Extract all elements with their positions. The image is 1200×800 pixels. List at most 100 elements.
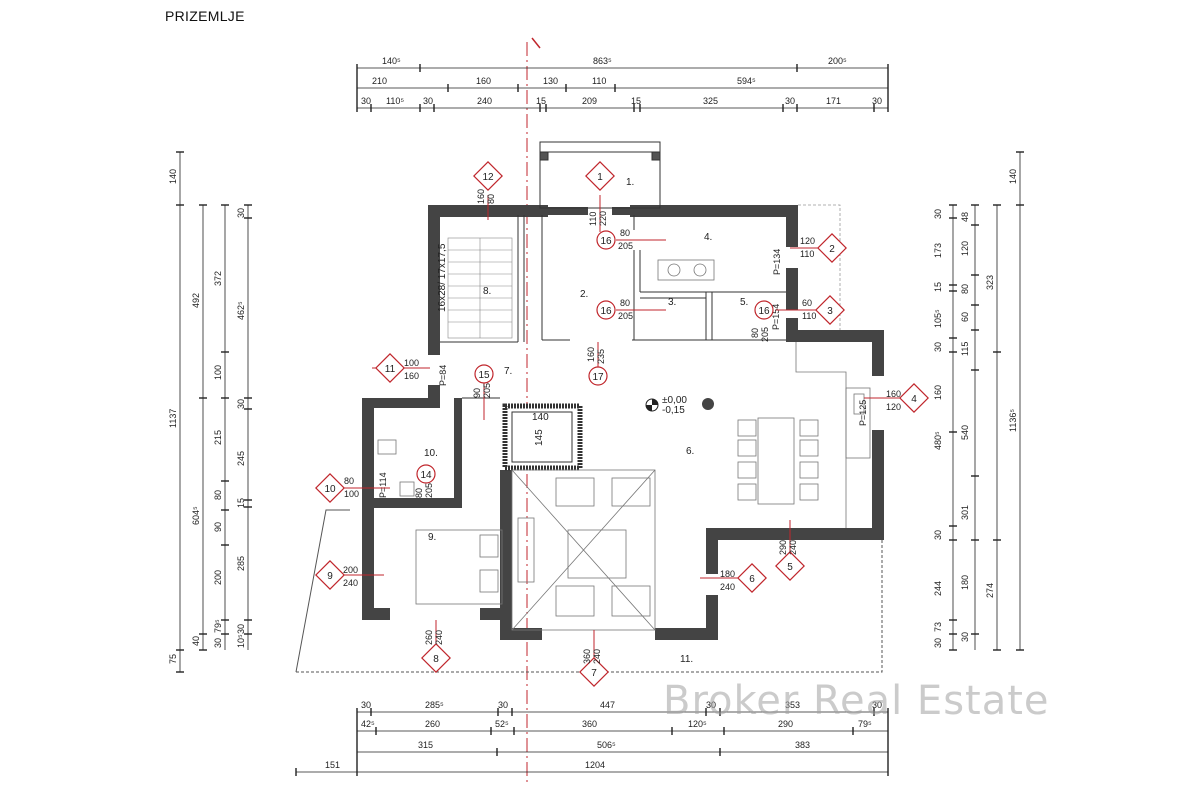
window-tag: 11 100 160 <box>375 353 419 383</box>
top-dimension-labels: 140⁵ 863⁵ 200⁵ 210 160 130 110 594⁵ 30 1… <box>361 56 882 106</box>
dim-label: 40 <box>191 636 201 646</box>
window-tag-number: 8 <box>433 654 439 665</box>
dim-label: 30 <box>933 342 943 352</box>
parapet-label: P=84 <box>438 365 448 386</box>
door-size-bottom: 205 <box>482 383 492 398</box>
dim-label: 200 <box>213 570 223 585</box>
room-6: 6. <box>686 446 694 457</box>
dim-label: 140 <box>168 169 178 184</box>
window-size-top: 120 <box>800 236 815 246</box>
door-size-top: 80 <box>620 228 630 238</box>
dim-label: 130 <box>543 76 558 86</box>
dim-label: 200⁵ <box>828 56 847 66</box>
door-tag: 16 80 205 <box>596 228 633 251</box>
dim-label: 353 <box>785 700 800 710</box>
dim-label: 30 <box>933 530 943 540</box>
window-tag-number: 9 <box>327 571 333 582</box>
window-size-bottom: 160 <box>404 371 419 381</box>
window-size-top: 110 <box>588 212 598 226</box>
dim-label: 480⁵ <box>933 431 943 450</box>
right-dimension-labels: 30 173 15 105⁵ 30 160 480⁵ 30 244 73 30 … <box>933 169 1018 648</box>
window-size-top: 160 <box>476 189 486 204</box>
window-size-bottom: 220 <box>598 211 608 226</box>
dim-label: 30 <box>933 209 943 219</box>
dim-label: 171 <box>826 96 841 106</box>
tag-leaders <box>340 195 904 668</box>
dim-label: 30 <box>785 96 795 106</box>
window-size-top: 200 <box>343 565 358 575</box>
dim-label: 48 <box>960 212 970 222</box>
window-tag-number: 12 <box>482 172 494 183</box>
dim-label: 210 <box>372 76 387 86</box>
room-11: 11. <box>680 654 693 665</box>
dim-label: 1137 <box>168 409 178 428</box>
plan-title: PRIZEMLJE <box>165 8 245 24</box>
room-2: 2. <box>580 289 588 300</box>
window-tag-number: 1 <box>597 172 603 183</box>
parapet-label: P=125 <box>858 400 868 426</box>
left-dimensions <box>176 151 252 673</box>
room-9: 9. <box>428 532 436 543</box>
door-tag-number: 16 <box>758 306 770 317</box>
dim-label: 15 <box>933 282 943 292</box>
window-size-bottom: 120 <box>886 402 901 412</box>
dim-label: 285⁵ <box>425 700 444 710</box>
terrace-dashed <box>296 540 883 673</box>
dim-label: 30 <box>361 700 371 710</box>
dim-label: 863⁵ <box>593 56 612 66</box>
dim-label: 1136⁵ <box>1008 409 1018 432</box>
parapet-label: P=134 <box>772 249 782 275</box>
dim-label: 110⁵ <box>386 96 404 106</box>
dim-label: 30 <box>236 624 246 634</box>
dim-label: 506⁵ <box>597 740 616 750</box>
dim-label: 30 <box>361 96 371 106</box>
dim-label: 372 <box>213 271 223 286</box>
dim-label: 209 <box>582 96 597 106</box>
dim-label: 244 <box>933 581 943 596</box>
window-tag: 9 200 240 <box>315 560 358 590</box>
door-size-top: 160 <box>586 347 596 362</box>
door-size-bottom: 205 <box>760 327 770 342</box>
dim-label: 110 <box>592 76 606 86</box>
window-tag-number: 4 <box>911 394 917 405</box>
dim-label: 173 <box>933 243 943 258</box>
window-size-top: 160 <box>886 389 901 399</box>
dim-label: 604⁵ <box>191 506 201 525</box>
window-tag-number: 3 <box>827 306 833 317</box>
dim-label: 151 <box>325 760 340 770</box>
window-size-bottom: 100 <box>344 489 359 499</box>
dim-label: 30 <box>933 638 943 648</box>
level-marker: ±0,00 -0,15 <box>645 395 714 416</box>
dim-label: 245 <box>236 451 246 466</box>
dim-label: 79⁵ <box>213 619 223 633</box>
dim-label: 15 <box>631 96 641 106</box>
dim-label: 30 <box>236 208 246 218</box>
window-tag: 1 110 220 <box>585 161 615 226</box>
window-size-top: 290 <box>778 540 788 555</box>
window-tag: 3 60 110 <box>802 295 845 325</box>
door-tag-number: 16 <box>600 306 612 317</box>
left-dimension-labels: 140 1137 75 492 604⁵ 40 372 100 215 80 9… <box>168 169 246 664</box>
window-tag-number: 5 <box>787 562 793 573</box>
interior-walls <box>440 215 786 399</box>
dim-label: 30 <box>236 399 246 409</box>
dim-label: 160 <box>476 76 491 86</box>
window-size-top: 100 <box>404 358 419 368</box>
window-tag: 5 290 240 <box>775 540 805 581</box>
dim-label: 30 <box>960 632 970 642</box>
dim-label: 120 <box>960 241 970 256</box>
dim-label: 285 <box>236 556 246 571</box>
room-5: 5. <box>740 297 748 308</box>
window-size-bottom: 80 <box>486 194 496 204</box>
dim-label: 325 <box>703 96 718 106</box>
dim-label: 360 <box>582 719 597 729</box>
dim-label: 160 <box>933 385 943 400</box>
door-tags: 16 80 205 16 80 205 16 80 205 17 160 235… <box>414 228 774 498</box>
dim-label: 462⁵ <box>236 301 246 320</box>
parapet-notes: P=134 P=125 P=84 P=114 P=154 <box>378 249 868 498</box>
window-size-bottom: 240 <box>434 630 444 645</box>
window-tag: 2 120 110 <box>800 233 847 263</box>
door-size-top: 90 <box>472 388 482 398</box>
dim-label: 79⁵ <box>858 719 872 729</box>
window-tag: 10 80 100 <box>315 473 359 503</box>
